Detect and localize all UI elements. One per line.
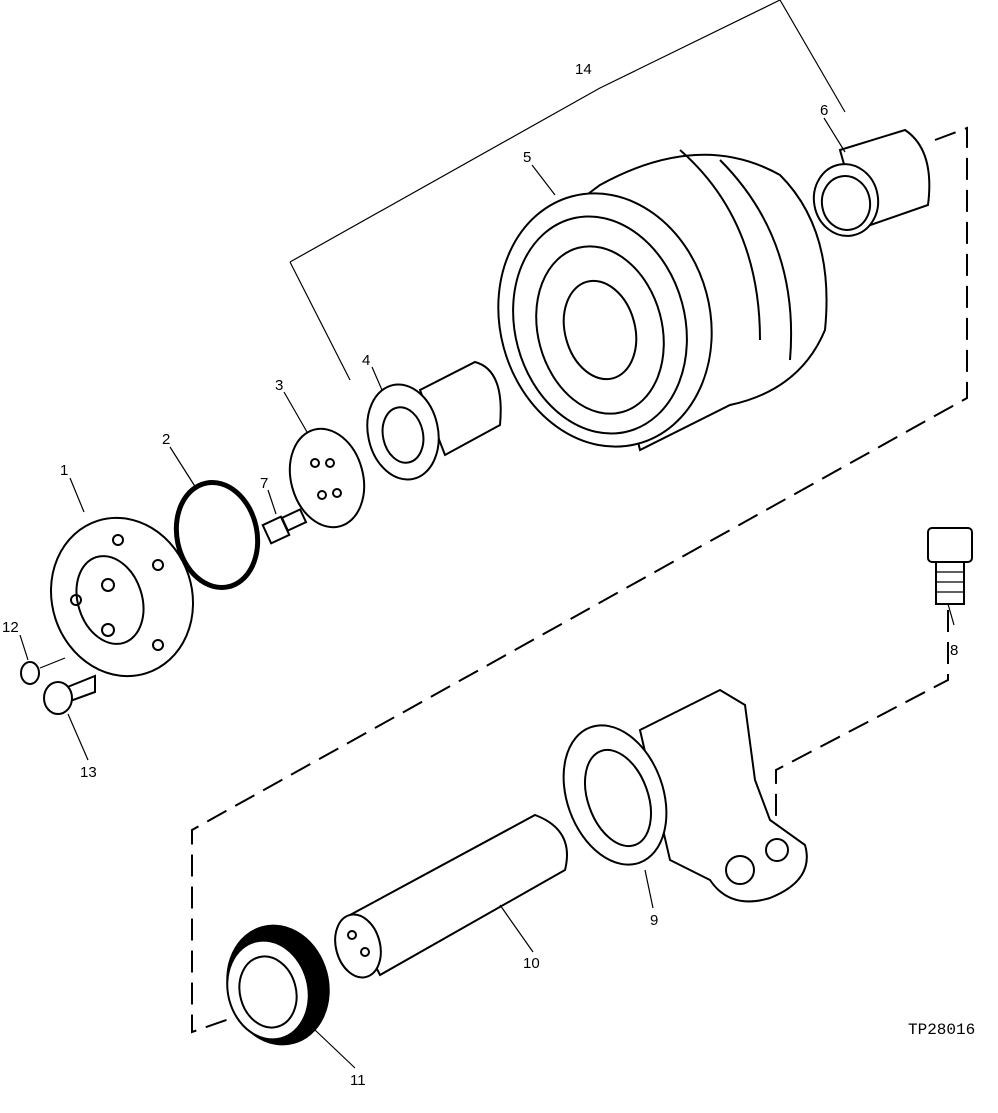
label-11: 11 <box>350 1072 366 1089</box>
label-3: 3 <box>275 377 283 394</box>
label-8: 8 <box>950 642 958 659</box>
label-9: 9 <box>650 912 658 929</box>
label-12: 12 <box>2 619 19 636</box>
label-7: 7 <box>260 475 268 492</box>
support-bracket-part-9 <box>562 688 808 903</box>
figure-code: TP28016 <box>908 1021 975 1039</box>
label-10: 10 <box>523 955 540 972</box>
dashed-assembly-outline <box>191 126 968 1034</box>
label-5: 5 <box>523 149 531 166</box>
shaft-part-10 <box>334 813 568 979</box>
roller-part-5 <box>497 149 828 452</box>
label-1: 1 <box>60 462 68 479</box>
end-cap-part-1 <box>49 516 195 678</box>
assembly-bracket-14 <box>289 0 846 381</box>
label-14: 14 <box>575 61 592 78</box>
cap-screw-part-13 <box>43 674 96 715</box>
bushing-part-6 <box>812 128 931 237</box>
bolt-part-8 <box>927 527 973 605</box>
plate-part-3 <box>288 427 366 529</box>
label-2: 2 <box>162 431 170 448</box>
part-labels: 1 2 3 4 5 6 7 8 9 10 11 12 13 14 <box>2 61 958 1089</box>
label-13: 13 <box>80 764 97 781</box>
plug-part-12 <box>20 657 66 685</box>
label-6: 6 <box>820 102 828 119</box>
o-ring-part-2 <box>173 479 261 591</box>
leader-lines <box>19 117 955 1069</box>
plug-part-7 <box>261 508 308 545</box>
seal-part-11 <box>226 924 330 1046</box>
label-4: 4 <box>362 352 370 369</box>
flanged-bushing-part-4 <box>366 360 502 481</box>
